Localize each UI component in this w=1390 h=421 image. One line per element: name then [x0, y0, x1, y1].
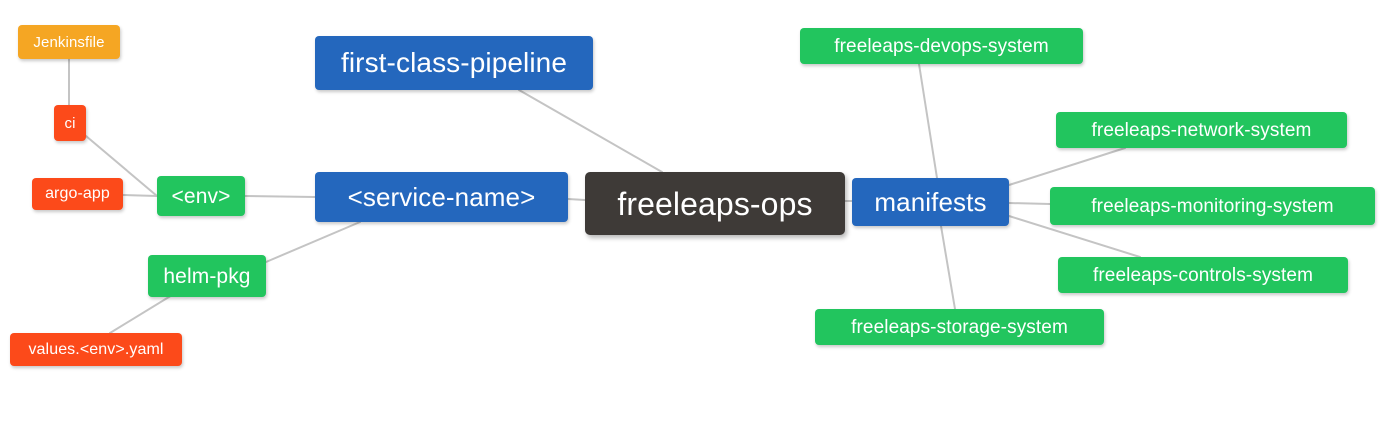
mindmap-node-freeleaps-ops[interactable]: freeleaps-ops [585, 172, 845, 235]
mindmap-node-manifests[interactable]: manifests [852, 178, 1009, 226]
edge-manifests-to-freeleaps-network-system [1008, 147, 1126, 186]
mindmap-node-freeleaps-monitoring-system[interactable]: freeleaps-monitoring-system [1050, 187, 1375, 225]
mindmap-node-freeleaps-network-system[interactable]: freeleaps-network-system [1056, 112, 1347, 148]
mindmap-node-service-name[interactable]: <service-name> [315, 172, 568, 222]
edge-manifests-to-freeleaps-monitoring-system [1008, 202, 1051, 205]
edge-manifests-to-freeleaps-storage-system [940, 225, 956, 310]
edge-env-to-service-name [244, 195, 316, 198]
mindmap-node-jenkinsfile[interactable]: Jenkinsfile [18, 25, 120, 59]
mindmap-node-argo-app[interactable]: argo-app [32, 178, 123, 210]
edge-service-name-to-helm-pkg [265, 221, 361, 263]
edge-first-class-pipeline-to-freeleaps-ops [518, 89, 663, 173]
mindmap-node-freeleaps-controls-system[interactable]: freeleaps-controls-system [1058, 257, 1348, 293]
mindmap-node-freeleaps-devops-system[interactable]: freeleaps-devops-system [800, 28, 1083, 64]
mindmap-node-env[interactable]: <env> [157, 176, 245, 216]
mindmap-node-ci[interactable]: ci [54, 105, 86, 141]
mindmap-node-helm-pkg[interactable]: helm-pkg [148, 255, 266, 297]
edge-service-name-to-freeleaps-ops [567, 198, 586, 201]
edge-manifests-to-freeleaps-devops-system [918, 63, 938, 179]
mindmap-node-values-yaml[interactable]: values.<env>.yaml [10, 333, 182, 366]
mindmap-node-freeleaps-storage-system[interactable]: freeleaps-storage-system [815, 309, 1104, 345]
mindmap-node-first-class-pipeline[interactable]: first-class-pipeline [315, 36, 593, 90]
edge-argo-app-to-env [122, 194, 158, 197]
